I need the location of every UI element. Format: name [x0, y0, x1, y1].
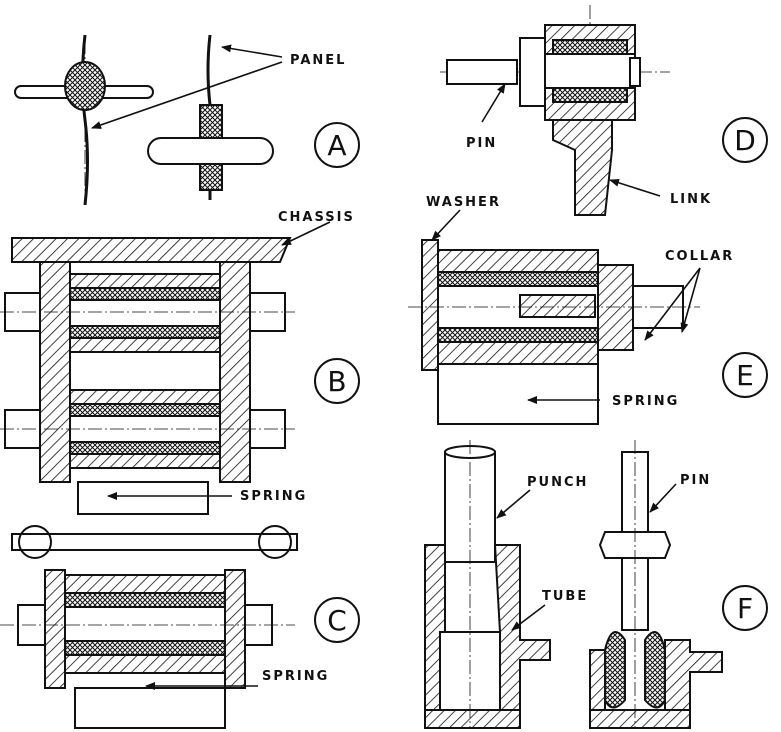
arrow-pin-f — [649, 483, 677, 513]
panel-b: CHASSIS SPRING B — [0, 210, 360, 515]
label-pin-d: PIN — [466, 136, 497, 151]
label-chassis: CHASSIS — [278, 210, 355, 225]
arrow-chassis — [281, 221, 331, 246]
label-link: LINK — [670, 192, 712, 207]
label-punch: PUNCH — [527, 475, 588, 490]
panel-letter-f: F — [737, 592, 753, 625]
arrow-washer — [431, 209, 461, 241]
arrow-tube — [511, 604, 546, 631]
label-collar: COLLAR — [665, 249, 734, 264]
label-panel: PANEL — [290, 53, 346, 68]
label-spring-b: SPRING — [240, 489, 307, 504]
panel-f: PUNCH TUBE PIN F — [424, 440, 768, 729]
panel-letter-d: D — [734, 124, 756, 157]
panel-d: PIN LINK D — [440, 5, 768, 216]
label-spring-c: SPRING — [262, 669, 329, 684]
label-tube: TUBE — [542, 589, 588, 604]
panel-e: WASHER COLLAR SPRING E — [408, 195, 768, 425]
panel-c: SPRING C — [0, 525, 360, 729]
panel-letter-b: B — [327, 365, 346, 398]
panel-letter-c: C — [327, 604, 347, 637]
label-washer: WASHER — [426, 195, 501, 210]
arrow-pin-d — [481, 83, 506, 123]
label-spring-e: SPRING — [612, 394, 679, 409]
arrow-panel — [91, 44, 283, 129]
arrow-link — [609, 178, 661, 197]
label-pin-f: PIN — [680, 473, 711, 488]
arrow-punch — [496, 489, 531, 519]
arrow-collar — [644, 267, 701, 341]
panel-letter-e: E — [736, 359, 754, 392]
panel-a: PANEL A — [14, 34, 360, 206]
panel-letter-a: A — [327, 129, 346, 162]
